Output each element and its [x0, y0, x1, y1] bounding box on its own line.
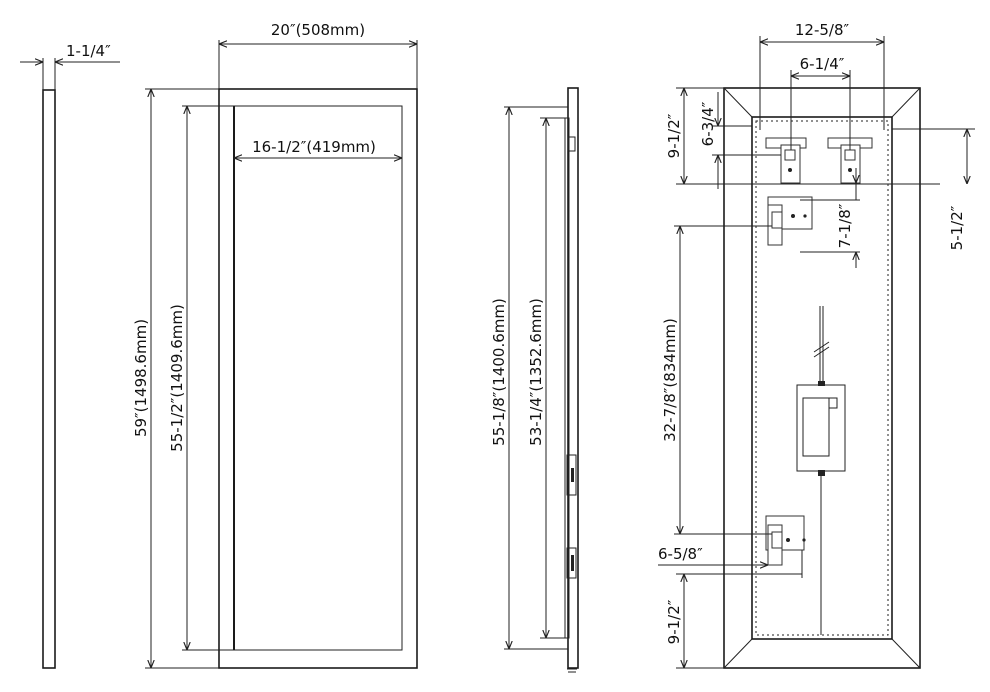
bracket-lower-side	[765, 515, 806, 566]
side-height-a-label: 55-1/8″(1400.6mm)	[490, 298, 508, 446]
side-profile-view: 55-1/8″(1400.6mm) 53-1/4″(1352.6mm)	[490, 87, 579, 673]
glass-width-label: 16-1/2″(419mm)	[252, 138, 376, 156]
bracket-upper-side	[767, 196, 813, 246]
bracket-top-left	[765, 137, 807, 184]
rear-view: 12-5/8″ 6-1/4″ 9-1/2″ 6-3/4″ 7-1/8″ 5-1/…	[658, 21, 975, 669]
side-height-b-label: 53-1/4″(1352.6mm)	[527, 298, 545, 446]
overall-height-label: 59″(1498.6mm)	[132, 319, 150, 437]
glass-height-label: 55-1/2″(1409.6mm)	[168, 304, 186, 452]
top-offset-b-label: 6-3/4″	[699, 101, 717, 146]
lower-offset-label: 6-5/8″	[658, 545, 703, 563]
bottom-offset-label: 9-1/2″	[665, 599, 683, 644]
depth-dimension-label: 1-1/4″	[66, 42, 111, 60]
center-span-label: 32-7/8″(834mm)	[661, 318, 679, 442]
bracket-spacing-label: 6-1/4″	[800, 55, 845, 73]
bracket-drop-label: 7-1/8″	[836, 203, 854, 248]
edge-view: 1-1/4″	[20, 42, 120, 669]
right-offset-label: 5-1/2″	[948, 205, 966, 250]
front-view: 20″(508mm) 16-1/2″(419mm) 59″(1498.6mm) …	[132, 21, 418, 669]
back-top-width-label: 12-5/8″	[795, 21, 850, 39]
junction-box	[796, 306, 846, 635]
overall-width-label: 20″(508mm)	[271, 21, 365, 39]
top-offset-a-label: 9-1/2″	[665, 113, 683, 158]
